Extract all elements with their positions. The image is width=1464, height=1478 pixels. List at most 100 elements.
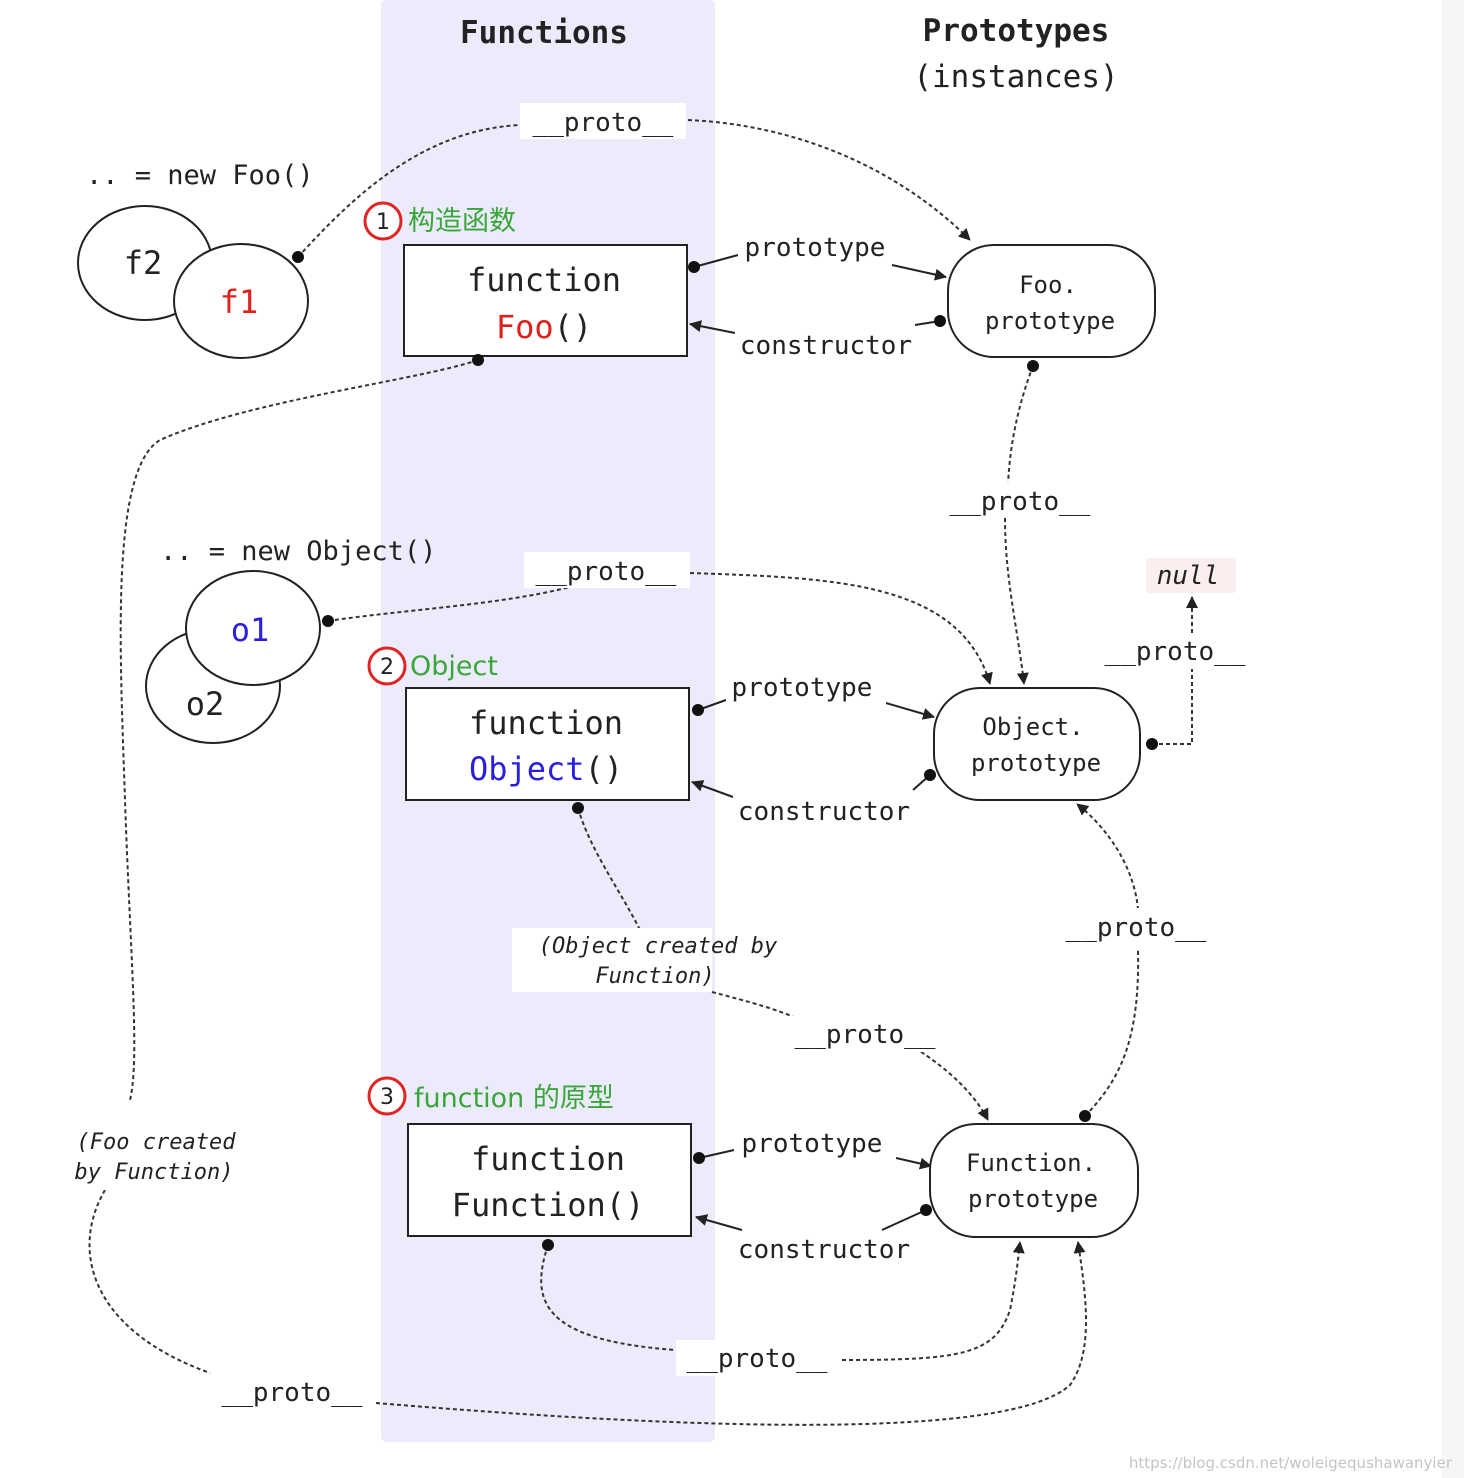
svg-text:Object.: Object. [982,713,1083,741]
svg-text:3: 3 [380,1085,394,1110]
function-fn-proto-link-arrow [841,1241,1025,1361]
object-prototype-node: Object. prototype [933,687,1141,801]
function-function-box: function Function() [407,1123,692,1237]
svg-text:constructor: constructor [740,331,912,361]
svg-text:prototype: prototype [745,233,886,263]
svg-text:构造函数: 构造函数 [408,206,516,237]
object-parens: () [585,750,624,788]
svg-text:Function): Function) [595,964,714,989]
annotation-3: 3 function 的原型 [367,1076,614,1116]
object-constructor-link-arrow [691,780,734,798]
svg-text:f1: f1 [220,283,259,321]
constructor-label-function: constructor [732,1234,914,1266]
annotation-2: 2 Object [367,646,498,686]
prototype-label-function: prototype [734,1128,896,1160]
proto-label-o1: __proto__ [524,552,690,588]
svg-text:prototype: prototype [985,307,1115,335]
f1-proto-link [297,124,521,258]
f1-proto-link-continued [687,119,971,241]
svg-text:function: function [471,1140,625,1178]
svg-text:prototype: prototype [968,1185,1098,1213]
proto-label-object-prototype: __proto__ [1098,633,1254,669]
proto-label-foo-function: __proto__ [210,1373,376,1409]
svg-text:__proto__: __proto__ [687,1344,828,1374]
svg-text:function: function [467,261,621,299]
svg-text:f2: f2 [124,244,163,282]
instance-o1: o1 [185,570,321,686]
note-foo-created-by-function: (Foo created by Function) [62,1124,242,1190]
svg-text:(Object created by: (Object created by [539,934,778,959]
new-foo-snippet: .. = new Foo() [86,160,314,191]
svg-text:__proto__: __proto__ [1105,637,1246,667]
svg-text:function: function [469,704,623,742]
svg-text:Object: Object [410,651,498,682]
object-fn-proto-link [577,807,641,931]
object-name: Object [469,750,585,788]
svg-text:function 的原型: function 的原型 [414,1083,614,1114]
functions-heading: Functions [460,15,628,51]
foo-prototype-link-arrow [891,264,947,281]
svg-text:__proto__: __proto__ [795,1020,936,1050]
object-prototype-link-arrow [885,702,935,720]
svg-text:__proto__: __proto__ [950,487,1091,517]
function-foo-box: function Foo() [403,244,688,357]
prototype-label-object: prototype [726,672,886,704]
svg-text:(Foo created: (Foo created [77,1130,237,1155]
proto-label-f1: __proto__ [520,103,686,139]
svg-text:__proto__: __proto__ [533,108,674,138]
function-fn-proto-link [540,1244,676,1351]
svg-text:Function.: Function. [966,1149,1096,1177]
foo-parens: () [554,308,593,346]
foo-prototype-link [693,254,739,268]
new-object-snippet: .. = new Object() [160,536,436,567]
svg-text:__proto__: __proto__ [222,1378,363,1408]
foo-created-link-lower [88,1189,211,1374]
svg-text:1: 1 [376,210,390,235]
proto-label-function-function: __proto__ [676,1340,842,1376]
link-endpoint-dots [292,251,1158,1251]
null-badge: null [1146,558,1236,593]
foo-function-proto-arrow [375,1241,1087,1426]
annotation-1: 1 构造函数 [363,201,516,241]
function-object-box: function Object() [405,687,690,801]
svg-text:__proto__: __proto__ [536,557,677,587]
svg-text:constructor: constructor [738,1235,910,1265]
svg-text:prototype: prototype [971,749,1101,777]
foo-constructor-link-arrow [689,320,736,334]
svg-text:constructor: constructor [738,797,910,827]
proto-label-function-prototype: __proto__ [1058,908,1218,944]
prototype-label-foo: prototype [738,232,892,264]
svg-text:Function(): Function() [452,1186,645,1224]
function-prototype-node: Function. prototype [929,1123,1139,1238]
object-fn-proto-link-lower [711,991,801,1021]
svg-text:Foo.: Foo. [1019,271,1077,299]
instance-f1: f1 [173,243,309,359]
proto-label-object-function: __proto__ [786,1016,946,1052]
foo-prototype-proto-link [1007,365,1034,486]
proto-label-foo-prototype: __proto__ [940,482,1100,518]
function-prototype-proto-link [1084,949,1140,1117]
svg-text:Object(): Object() [469,750,623,788]
svg-text:2: 2 [380,655,394,680]
svg-text:null: null [1157,561,1220,591]
svg-text:o1: o1 [231,611,270,649]
o1-proto-link-continued [689,572,993,685]
right-edge-strip [1442,0,1464,1478]
svg-text:prototype: prototype [742,1129,883,1159]
svg-text:Foo(): Foo() [496,308,592,346]
foo-prototype-proto-link-lower [1004,517,1029,685]
object-fn-proto-link-arrow [914,1047,989,1121]
foo-prototype-node: Foo. prototype [947,244,1156,358]
foo-proto-to-function-proto-link [119,359,479,1101]
function-constructor-link-arrow [695,1214,743,1231]
constructor-label-object: constructor [733,796,913,828]
function-prototype-proto-link-upper [1076,803,1139,911]
prototypes-heading: Prototypes [923,13,1110,49]
svg-text:o2: o2 [186,685,225,723]
foo-name: Foo [496,308,554,346]
o1-proto-link [327,586,571,622]
constructor-label-foo: constructor [735,330,915,362]
note-object-created-by-function: (Object created by Function) [512,928,778,992]
watermark: https://blog.csdn.net/woleigequshawanyie… [1129,1454,1453,1472]
